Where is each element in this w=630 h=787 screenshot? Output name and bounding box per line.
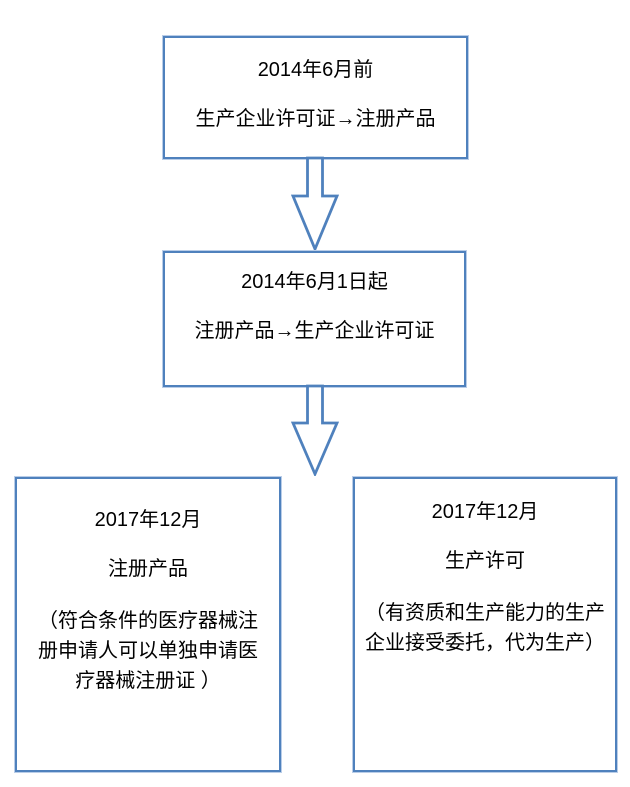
down-arrow-icon <box>291 384 339 476</box>
box-rule-line: 注册产品→生产企业许可证 <box>194 320 435 342</box>
box-note-line: 疗器械注册证 ） <box>75 670 221 692</box>
box-date-line: 2014年6月前 <box>257 59 374 81</box>
box-date-line: 2014年6月1日起 <box>241 271 388 293</box>
box-date-line: 2017年12月 <box>431 501 539 523</box>
box-date-line: 2017年12月 <box>94 509 202 531</box>
box-note: （有资质和生产能力的生产 企业接受委托，代为生产） <box>365 598 605 658</box>
box-note-line: 册申请人可以单独申请医 <box>38 640 258 662</box>
box-note-line: 企业接受委托，代为生产） <box>365 632 605 654</box>
flow-box-dec-2017-registered-product: 2017年12月 注册产品 （符合条件的医疗器械注 册申请人可以单独申请医 疗器… <box>15 477 281 772</box>
box-note-line: （符合条件的医疗器械注 <box>38 610 258 632</box>
down-arrow-icon <box>291 156 339 251</box>
flow-box-from-june-2014: 2014年6月1日起 注册产品→生产企业许可证 <box>163 251 466 387</box>
flow-box-before-june-2014: 2014年6月前 生产企业许可证→注册产品 <box>163 36 468 159</box>
box-subtitle: 生产许可 <box>445 550 525 572</box>
box-subtitle: 注册产品 <box>108 558 188 580</box>
flow-box-dec-2017-production-license: 2017年12月 生产许可 （有资质和生产能力的生产 企业接受委托，代为生产） <box>353 477 617 772</box>
box-rule-line: 生产企业许可证→注册产品 <box>195 108 436 130</box>
box-note-line: （有资质和生产能力的生产 <box>365 602 605 624</box>
box-note: （符合条件的医疗器械注 册申请人可以单独申请医 疗器械注册证 ） <box>38 606 258 696</box>
